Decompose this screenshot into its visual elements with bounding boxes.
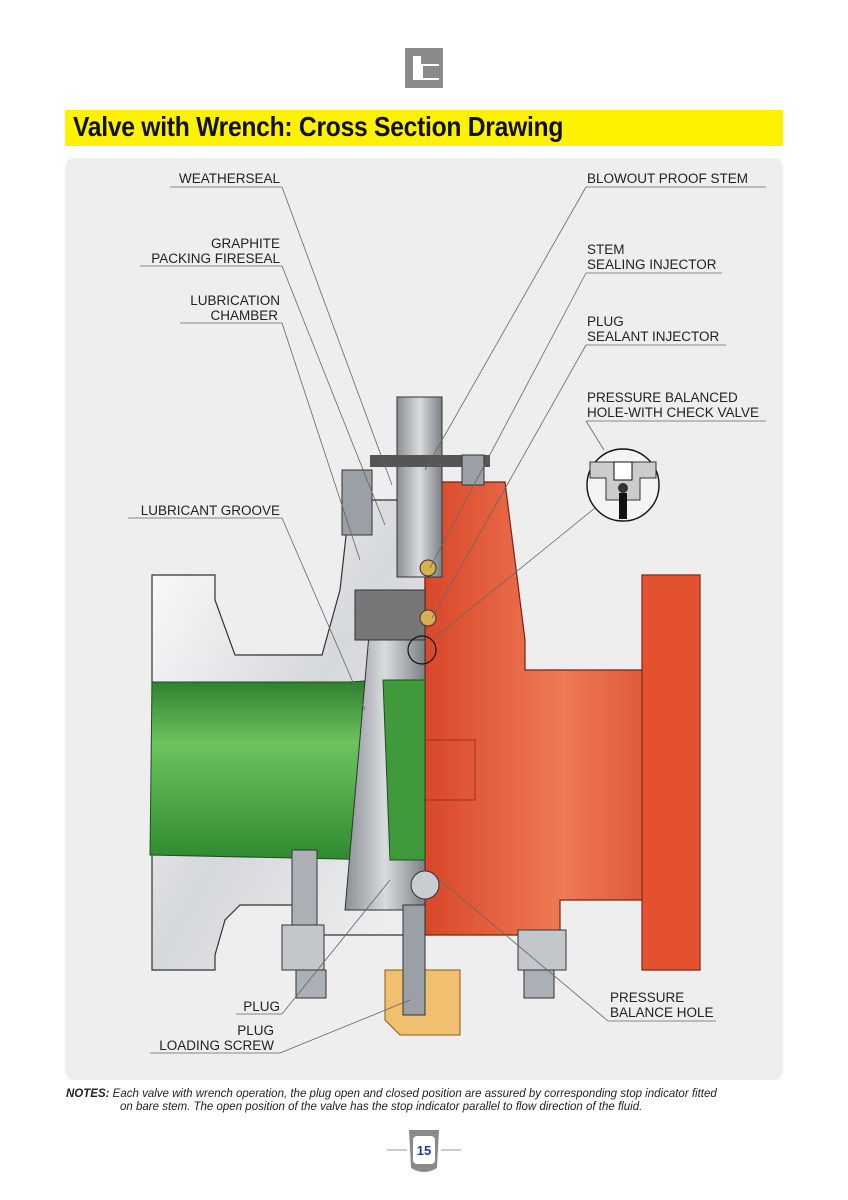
label-pressure-balanced-1: PRESSURE BALANCED [587,390,738,405]
notes-line-2: on bare stem. The open position of the v… [120,1101,643,1113]
label-plug-sealant-1: PLUG [587,314,624,329]
label-lubricant-groove: LUBRICANT GROOVE [140,503,280,518]
label-lubrication-2: CHAMBER [210,308,278,323]
label-weatherseal: WEATHERSEAL [178,171,280,186]
label-pressure-balance-hole-1: PRESSURE [610,990,685,1005]
page-number: 15 [416,1143,432,1158]
check-valve-detail [586,448,660,522]
label-pressure-balance-hole-2: BALANCE HOLE [610,1005,714,1020]
label-stem-sealing-1: STEM [587,242,625,257]
label-pressure-balanced-2: HOLE-WITH CHECK VALVE [587,405,760,420]
title-bar: Valve with Wrench: Cross Section Drawing [65,110,783,146]
label-graphite-1: GRAPHITE [210,236,280,251]
leader-lines [128,186,766,1054]
page-number-badge [387,1130,461,1172]
label-plug: PLUG [243,999,280,1014]
company-logo-icon [405,48,443,88]
label-stem-sealing-2: SEALING INJECTOR [587,257,717,272]
label-plug-sealant-2: SEALANT INJECTOR [587,329,720,344]
label-blowout-proof-stem: BLOWOUT PROOF STEM [587,171,749,186]
page-title: Valve with Wrench: Cross Section Drawing [73,111,564,142]
stem [396,396,443,578]
label-lubrication-1: LUBRICATION [190,293,280,308]
label-plug-loading-1: PLUG [237,1023,274,1038]
notes: NOTES: Each valve with wrench operation,… [66,1088,786,1114]
label-plug-loading-2: LOADING SCREW [159,1038,274,1053]
label-graphite-2: PACKING FIRESEAL [151,251,280,266]
notes-line-1: Each valve with wrench operation, the pl… [112,1088,717,1100]
notes-prefix: NOTES: [66,1088,110,1100]
